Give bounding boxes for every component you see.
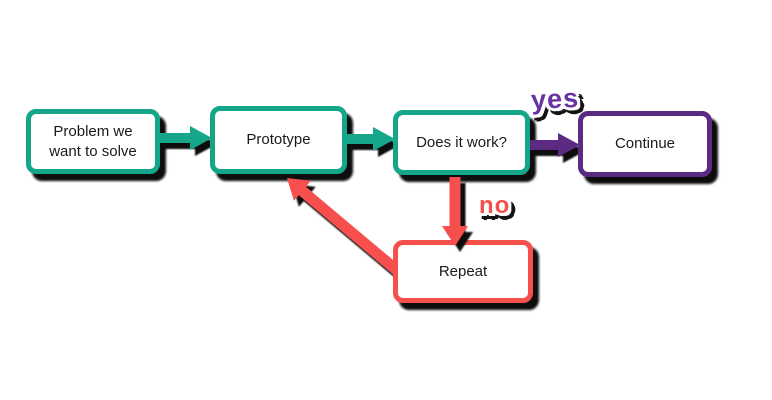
arrow-does-it-work-to-continue: [528, 133, 580, 157]
arrow-problem-to-prototype: [158, 126, 212, 150]
arrow-prototype-to-does-it-work: [345, 127, 395, 151]
node-continue: Continue: [578, 111, 712, 177]
node-problem-label: Problem we want to solve: [49, 123, 137, 160]
arrow-repeat-to-prototype: [287, 178, 404, 278]
node-prototype-label: Prototype: [246, 131, 311, 149]
node-repeat-label: Repeat: [438, 262, 488, 280]
node-continue-label: Continue: [614, 135, 676, 153]
edge-label-no: no: [479, 192, 511, 219]
node-problem: Problem we want to solve: [26, 109, 160, 174]
node-does-it-work: Does it work?: [393, 110, 530, 175]
node-prototype: Prototype: [210, 106, 347, 174]
node-repeat: Repeat: [393, 240, 533, 303]
arrow-does-it-work-to-repeat: [442, 177, 468, 246]
node-does-it-work-label: Does it work?: [416, 133, 507, 151]
edge-label-yes: yes: [530, 82, 580, 116]
